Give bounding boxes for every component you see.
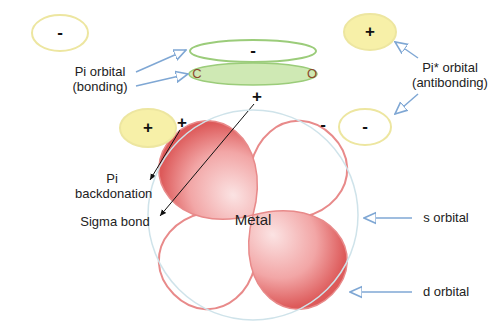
phase-sign: + <box>143 118 153 138</box>
pi-star-lobe: - <box>338 108 392 146</box>
pi-bonding-lobe <box>189 63 317 85</box>
orbital-label: Pi* orbital (antibonding) <box>408 61 492 91</box>
metal-s-orbital: Metal <box>147 109 359 321</box>
orbital-label: d orbital <box>423 285 469 300</box>
phase-sign: - <box>320 115 326 135</box>
phase-sign: + <box>177 113 187 133</box>
node-title: Metal <box>235 211 272 228</box>
pi-star-lobe: - <box>31 14 89 52</box>
leader-arrow <box>364 217 412 219</box>
leader-arrow <box>395 42 418 58</box>
orbital-label: s orbital <box>423 211 469 226</box>
pi-bonding-lobe: - <box>189 39 317 63</box>
atom-label: C <box>192 67 201 82</box>
phase-sign: - <box>57 23 63 43</box>
phase-sign: - <box>250 41 256 61</box>
leader-arrow <box>395 94 418 114</box>
phase-sign: - <box>362 117 368 137</box>
phase-sign: + <box>365 22 375 42</box>
bond-label: Pi backdonation <box>75 172 149 202</box>
pi-star-lobe: + <box>343 13 397 51</box>
leader-arrow <box>136 74 188 86</box>
orbital-label: Pi orbital (bonding) <box>60 65 140 95</box>
leader-arrow <box>350 291 412 293</box>
atom-label: O <box>307 67 317 82</box>
leader-arrow <box>136 50 186 72</box>
d-pi-lobe: + <box>119 108 177 148</box>
phase-sign: + <box>252 87 262 107</box>
bond-label: Sigma bond <box>80 215 149 230</box>
